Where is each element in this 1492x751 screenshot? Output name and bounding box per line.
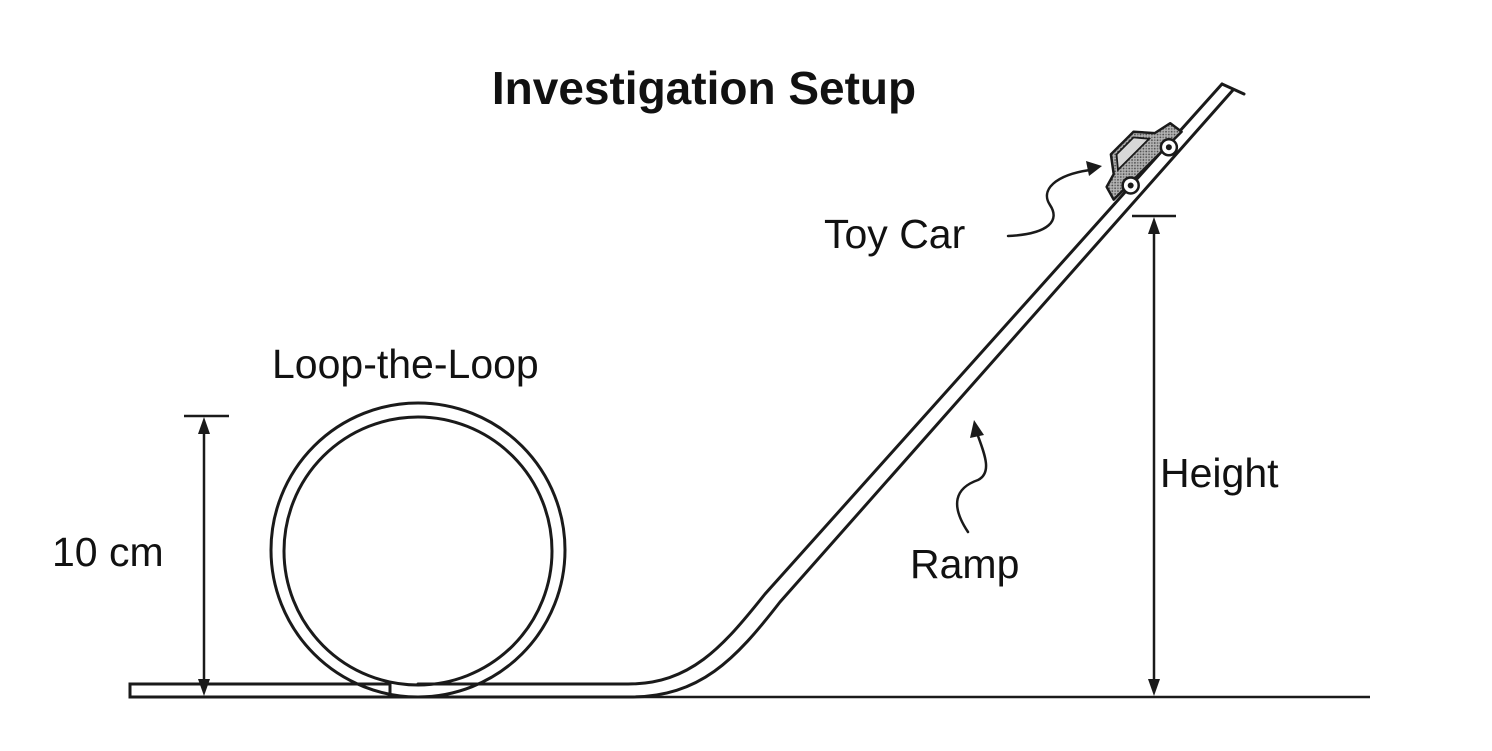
toy-car-pointer: [1006, 161, 1102, 238]
ramp-outer-edge: [388, 88, 1235, 699]
ramp-inner-edge: [416, 82, 1224, 686]
ramp-track: [388, 82, 1246, 699]
diagram-title: Investigation Setup: [492, 62, 916, 114]
ramp-label: Ramp: [910, 541, 1019, 587]
toy-car-icon: [1105, 121, 1183, 201]
loop-label: Loop-the-Loop: [272, 341, 539, 387]
toy-car-label: Toy Car: [824, 211, 965, 257]
height-label: Height: [1160, 450, 1279, 496]
loop-the-loop: [269, 401, 567, 699]
ramp-top-cap: [1220, 82, 1246, 96]
loop-height-dimension: [184, 414, 229, 696]
track-base-strip: [128, 682, 392, 699]
ramp-pointer: [955, 420, 988, 534]
ramp-height-dimension: [1132, 214, 1176, 696]
loop-height-label: 10 cm: [52, 529, 164, 575]
